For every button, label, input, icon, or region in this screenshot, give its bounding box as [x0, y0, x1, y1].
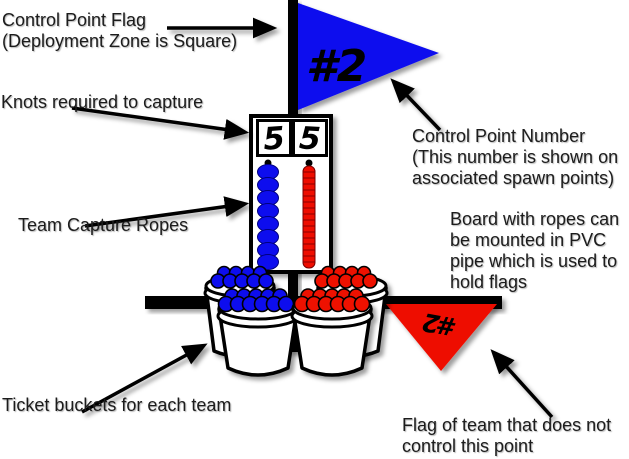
red-flag-number-text: #2 — [420, 307, 459, 342]
control-point-number-text: #2 — [306, 41, 367, 92]
arrow-ticket-buckets — [81, 343, 208, 414]
label-team-capture-ropes: Team Capture Ropes — [18, 215, 189, 235]
label-board-mounting: Board with ropes can be mounted in PVC p… — [450, 209, 620, 292]
arrow-knots-required — [71, 106, 250, 140]
blue-flag-shape — [298, 3, 439, 110]
capture-board: 5 5 — [249, 114, 333, 274]
control-point-flag: #2 — [298, 3, 439, 110]
label-ticket-buckets: Ticket buckets for each team — [2, 395, 232, 415]
red-tickets-front — [293, 288, 371, 313]
blue-tickets-rear — [210, 265, 274, 289]
arrow-control-point-number — [390, 78, 442, 132]
arrow-capture-ropes — [84, 196, 250, 228]
knots-right-value: 5 — [298, 120, 321, 157]
knots-left-value: 5 — [262, 120, 286, 157]
blue-tickets-front — [217, 288, 295, 313]
uncontrolled-team-flag: #2 — [386, 304, 497, 371]
red-tickets-rear — [314, 265, 378, 289]
label-uncontrolled-flag: Flag of team that does not control this … — [402, 415, 612, 456]
red-flag-shape — [386, 304, 497, 371]
rope-anchor-right — [305, 159, 313, 167]
knot-counter-right — [292, 119, 328, 157]
annotation-arrows — [71, 17, 554, 419]
label-control-point-number: Control Point Number (This number is sho… — [412, 126, 619, 188]
blue-capture-rope — [257, 164, 279, 270]
red-capture-rope — [302, 165, 316, 269]
arrow-uncontrolled-flag — [490, 349, 554, 419]
knot-counter-left — [256, 119, 292, 157]
label-knots-required: Knots required to capture — [1, 92, 204, 112]
label-control-point-flag: Control Point Flag (Deployment Zone is S… — [2, 10, 238, 51]
